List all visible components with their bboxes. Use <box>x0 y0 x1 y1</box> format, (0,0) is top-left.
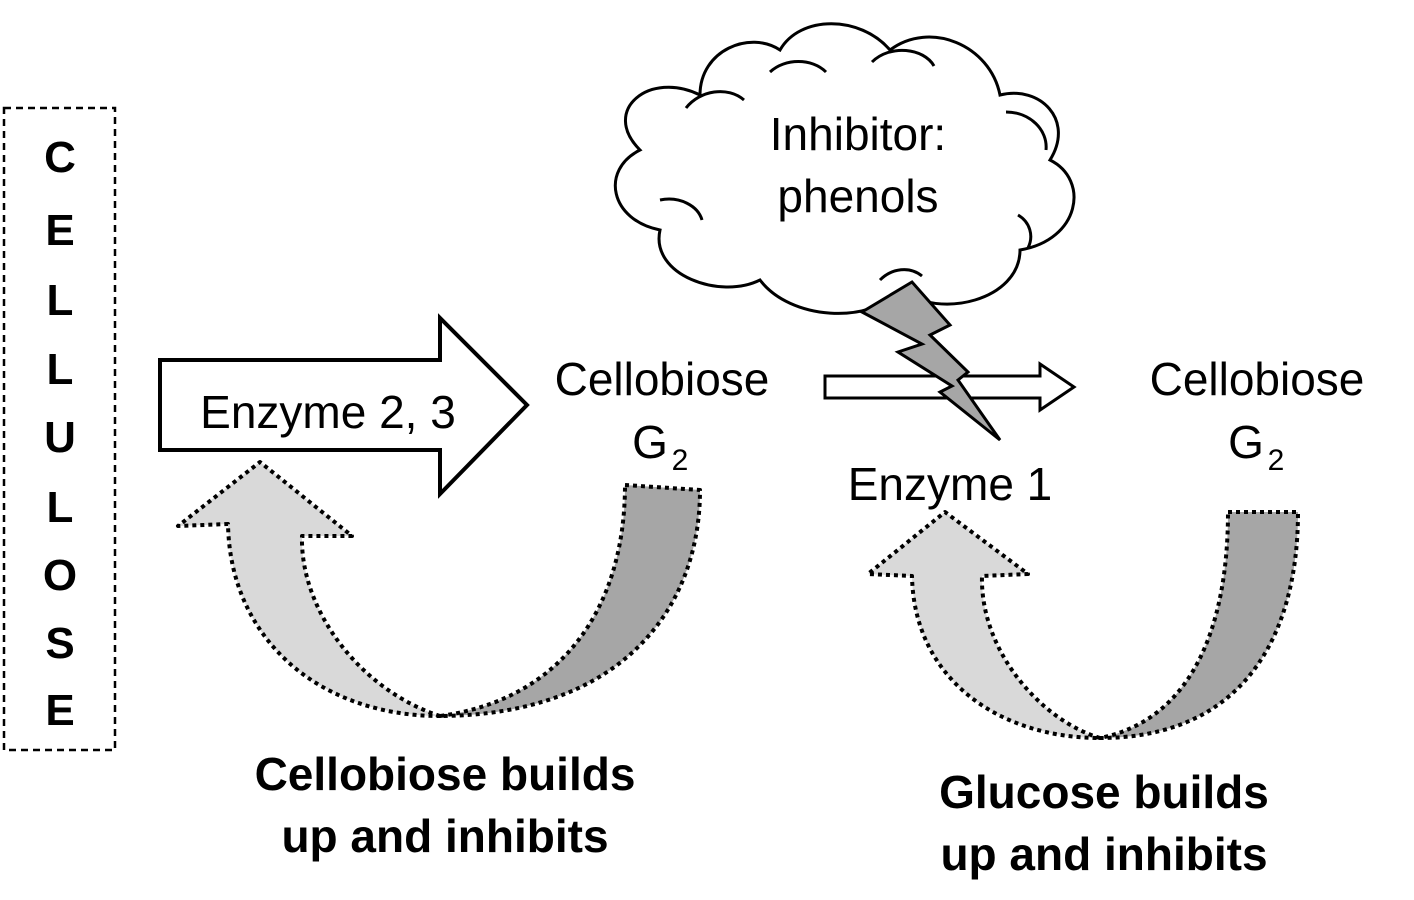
enzyme-2-3-label: Enzyme 2, 3 <box>200 386 456 438</box>
inhibitor-line1: Inhibitor: <box>770 108 946 160</box>
feedback-arrow-left <box>176 460 702 718</box>
enzyme-2-3-arrow: Enzyme 2, 3 <box>158 313 530 499</box>
cellulose-letter: U <box>44 413 76 462</box>
cellobiose-left-name: Cellobiose <box>555 353 770 405</box>
cellulose-letter: E <box>45 206 74 255</box>
cellobiose-right-name: Cellobiose <box>1150 353 1365 405</box>
cellobiose-left-subscript: 2 <box>672 444 689 477</box>
cellulose-letter: E <box>45 686 74 735</box>
caption-left-line1: Cellobiose builds <box>255 748 636 800</box>
feedback-arrow-right <box>866 510 1300 740</box>
cellobiose-right-subscript: 2 <box>1268 444 1285 477</box>
caption-right: Glucose builds up and inhibits <box>939 766 1269 880</box>
inhibitor-cloud: Inhibitor: phenols <box>613 22 1076 315</box>
cellulose-letter: O <box>43 551 77 600</box>
inhibitor-line2: phenols <box>777 170 938 222</box>
cellobiose-left: Cellobiose G 2 <box>555 353 770 477</box>
caption-right-line1: Glucose builds <box>939 766 1269 818</box>
caption-right-line2: up and inhibits <box>940 828 1267 880</box>
cellobiose-right: Cellobiose G 2 <box>1150 353 1365 477</box>
caption-left: Cellobiose builds up and inhibits <box>255 748 636 862</box>
caption-left-line2: up and inhibits <box>281 810 608 862</box>
enzyme-1-label: Enzyme 1 <box>848 458 1053 510</box>
cellobiose-left-symbol: G <box>632 416 668 468</box>
cellulose-letter: L <box>47 483 74 532</box>
cellulose-letter: L <box>47 276 74 325</box>
cellulose-letter: C <box>44 133 76 182</box>
lightning-bolt-icon <box>858 280 1002 442</box>
cellobiose-right-symbol: G <box>1228 416 1264 468</box>
cellulose-letter: L <box>47 345 74 394</box>
cellulose-letter: S <box>45 619 74 668</box>
cellulose-box: C E L L U L O S E <box>2 106 117 752</box>
